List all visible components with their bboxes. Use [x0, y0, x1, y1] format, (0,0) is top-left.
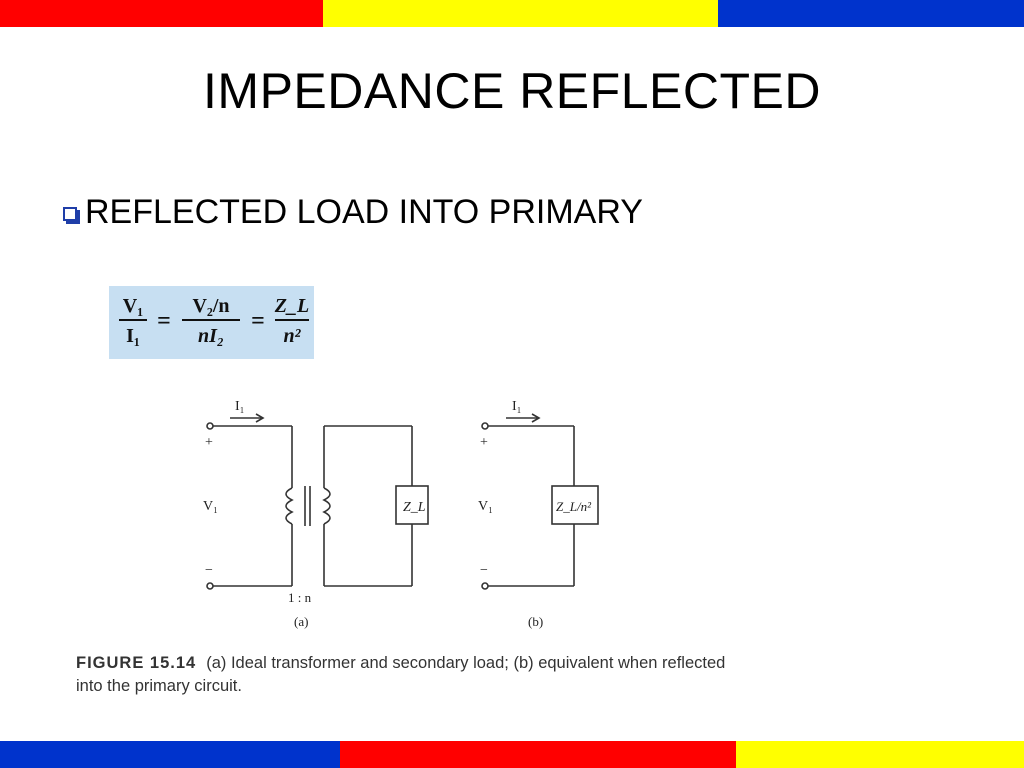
- circuit-a-current: I₁: [235, 399, 245, 414]
- top-bar-yellow: [323, 0, 718, 27]
- circuit-a-load: Z_L: [403, 500, 426, 515]
- frac1-denominator: I₁: [126, 325, 140, 347]
- bullet-text: REFLECTED LOAD INTO PRIMARY: [85, 193, 643, 231]
- equals-sign-2: =: [251, 308, 265, 334]
- circuit-a-turns-ratio: 1 : n: [288, 590, 312, 605]
- circuit-b-load: Z_L/n²: [556, 499, 592, 514]
- frac2-numerator: V₂/n: [192, 295, 229, 317]
- figure-caption: FIGURE 15.14(a) Ideal transformer and se…: [76, 652, 746, 698]
- bottom-bar-yellow: [736, 741, 1024, 768]
- circuit-b-label: (b): [528, 614, 543, 629]
- frac3-denominator: n²: [283, 325, 301, 347]
- frac1-numerator: V₁: [123, 295, 143, 317]
- bottom-bar-blue: [0, 741, 340, 768]
- bottom-bar-red: [340, 741, 736, 768]
- circuit-b-current: I₁: [512, 399, 522, 414]
- circuit-figure: I₁ + V₁ − Z_L 1 : n (a) I₁ + V₁ − Z_L/n²…: [72, 380, 672, 645]
- circuit-b-minus: −: [480, 563, 488, 578]
- circuit-a-minus: −: [205, 563, 213, 578]
- frac2-denominator: nI₂: [198, 325, 224, 347]
- bullet-item: REFLECTED LOAD INTO PRIMARY: [63, 193, 643, 232]
- circuit-a-plus: +: [205, 435, 213, 450]
- equals-sign-1: =: [157, 308, 171, 334]
- frac3-numerator: Z_L: [274, 295, 309, 317]
- top-bar-red: [0, 0, 323, 27]
- hollow-square-bullet-icon: [63, 206, 77, 221]
- top-bar-blue: [718, 0, 1024, 27]
- figure-caption-label: FIGURE 15.14: [76, 654, 197, 672]
- circuit-a-label: (a): [294, 614, 308, 629]
- circuit-b-plus: +: [480, 435, 488, 450]
- figure-caption-text: (a) Ideal transformer and secondary load…: [76, 654, 726, 695]
- equation-image: V₁ I₁ = V₂/n nI₂ = Z_L n²: [109, 286, 314, 359]
- slide-title: IMPEDANCE REFLECTED: [203, 63, 821, 119]
- circuit-a-voltage: V₁: [203, 499, 218, 514]
- circuit-b-voltage: V₁: [478, 499, 493, 514]
